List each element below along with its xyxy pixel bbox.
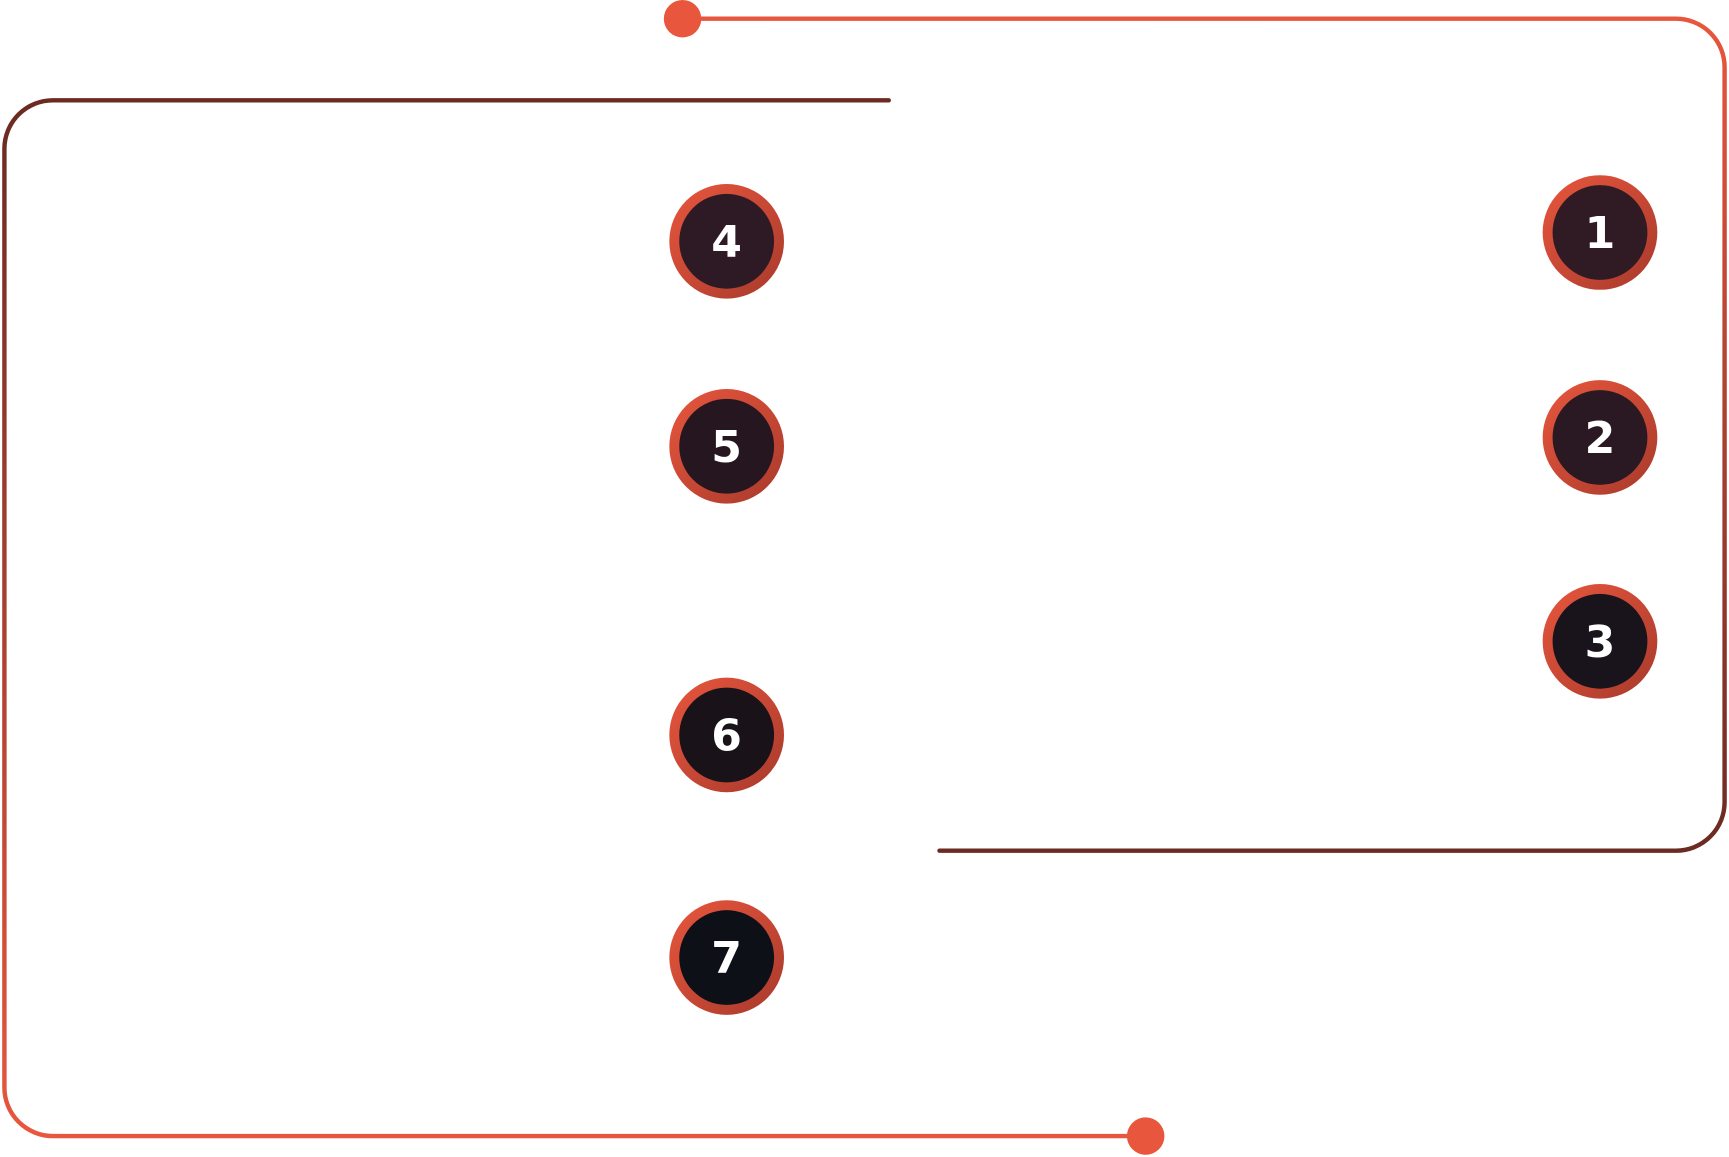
step-number: 5 [711,422,742,473]
start-dot [663,0,702,38]
step-node-6: 6 [669,677,785,793]
step-number: 3 [1585,617,1616,668]
step-node-3: 3 [1542,584,1658,699]
step-node-4: 4 [669,184,785,299]
step-fill [679,910,775,1005]
step-fill [679,398,775,494]
step-fill [1552,390,1648,485]
connector-right [680,16,1727,853]
step-node-1: 1 [1542,175,1658,290]
connector-left [2,98,1148,1139]
step-number: 4 [711,217,742,268]
end-dot [1126,1117,1165,1155]
step-node-7: 7 [669,900,785,1015]
step-fill [1552,593,1648,689]
step-node-5: 5 [669,388,785,504]
step-fill [1552,185,1648,280]
step-number: 1 [1585,208,1616,259]
step-fill [679,193,775,289]
step-number: 6 [711,711,742,762]
step-fill [679,687,775,783]
step-number: 2 [1585,413,1616,464]
step-node-2: 2 [1542,380,1658,495]
step-number: 7 [711,933,742,984]
